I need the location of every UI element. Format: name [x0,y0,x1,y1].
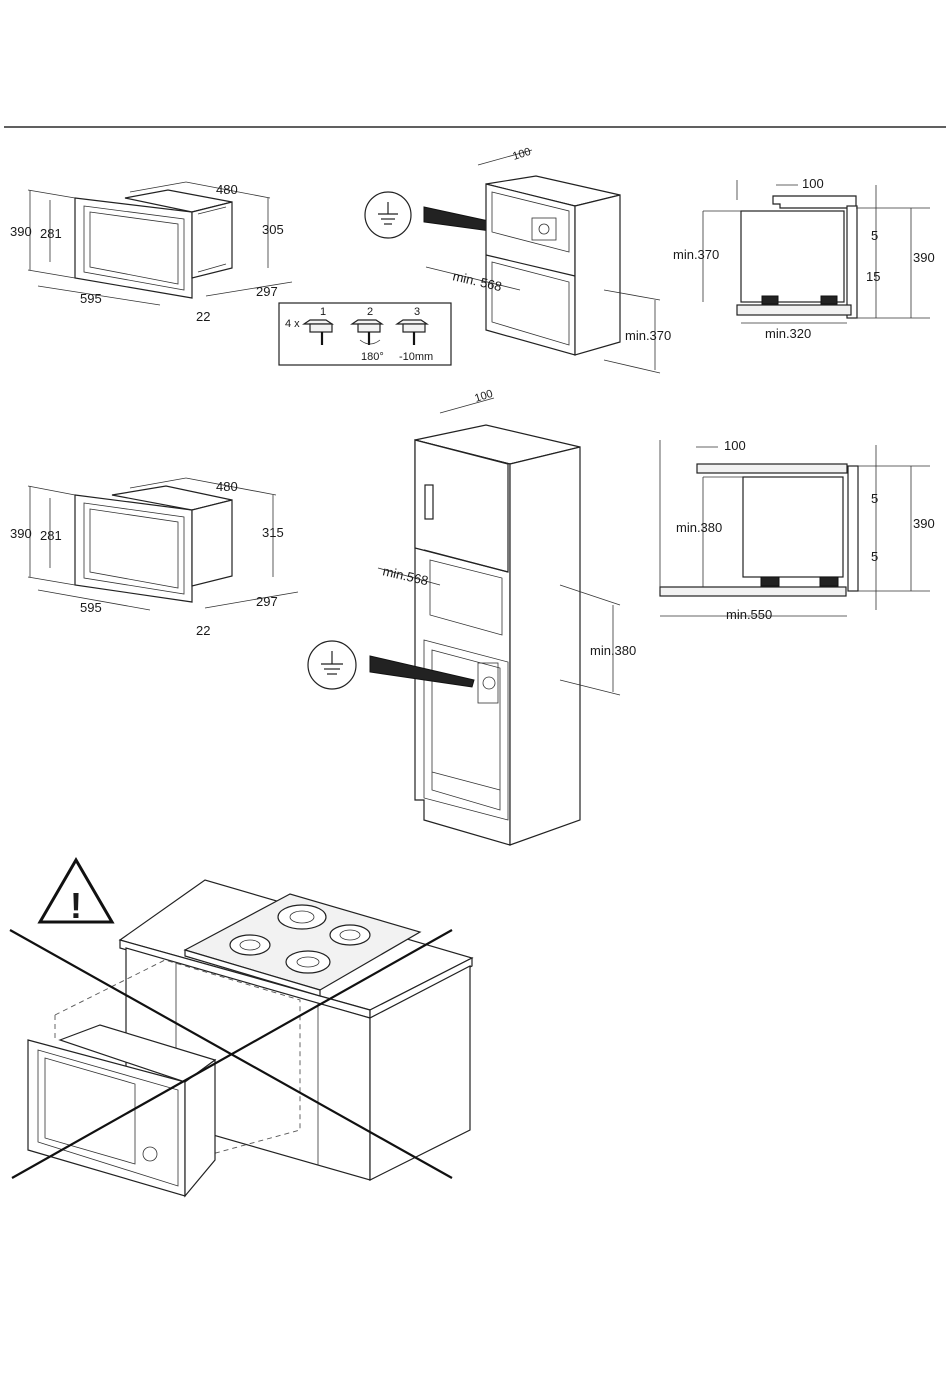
steps-count: 4 x [285,318,300,330]
fig1-dim-297: 297 [256,284,278,299]
fig1-dim-480: 480 [216,182,238,197]
step-rotation: 180° [361,351,384,363]
fig2-sec-100: 100 [724,438,746,453]
fig1-section-drawing [703,180,930,323]
earth-icon-2 [308,641,356,689]
fig1-sec-depth: min.320 [765,326,811,341]
step-2-label: 2 [367,306,373,318]
fig2-sec-gap-top: 5 [871,491,878,506]
fig1-sec-total: 390 [913,250,935,265]
fig2-dim-281: 281 [40,528,62,543]
fig1-dim-390: 390 [10,224,32,239]
fig2-sec-total: 390 [913,516,935,531]
step3-bracket-icon [397,320,427,345]
fig1-dim-22: 22 [196,309,210,324]
fig2-tall-cabinet-drawing [308,398,620,845]
fig2-dim-480: 480 [216,479,238,494]
fig1-oven-drawing [28,182,292,305]
fig1-sec-100: 100 [802,176,824,191]
step-3-label: 3 [414,306,420,318]
fig2-dim-595: 595 [80,600,102,615]
fig2-cab-height: min.380 [590,643,636,658]
fig2-cab-100: 100 [473,388,494,405]
fig1-cabinet-drawing [365,150,660,373]
step1-bracket-icon [304,320,332,345]
fig1-dim-281: 281 [40,226,62,241]
step2-bracket-icon [352,320,382,345]
fig2-dim-22: 22 [196,623,210,638]
fig2-dim-297: 297 [256,594,278,609]
fig1-sec-gap-top: 5 [871,228,878,243]
fig1-dim-305: 305 [262,222,284,237]
fig2-dim-315: 315 [262,525,284,540]
step-1-label: 1 [320,306,326,318]
fig1-sec-gap-bottom: 15 [866,269,880,284]
fig2-sec-gap-bottom: 5 [871,549,878,564]
fig1-cab-height: min.370 [625,328,671,343]
fig1-dim-595: 595 [80,291,102,306]
fig2-oven-drawing [28,478,298,610]
fig2-sec-height: min.380 [676,520,722,535]
fig1-sec-height: min.370 [673,247,719,262]
earth-icon [365,192,411,238]
fig2-sec-depth: min.550 [726,607,772,622]
step-offset: -10mm [399,351,433,363]
fig2-dim-390: 390 [10,526,32,541]
warning-symbol: ! [70,885,82,926]
fig1-cab-100: 100 [511,146,532,163]
